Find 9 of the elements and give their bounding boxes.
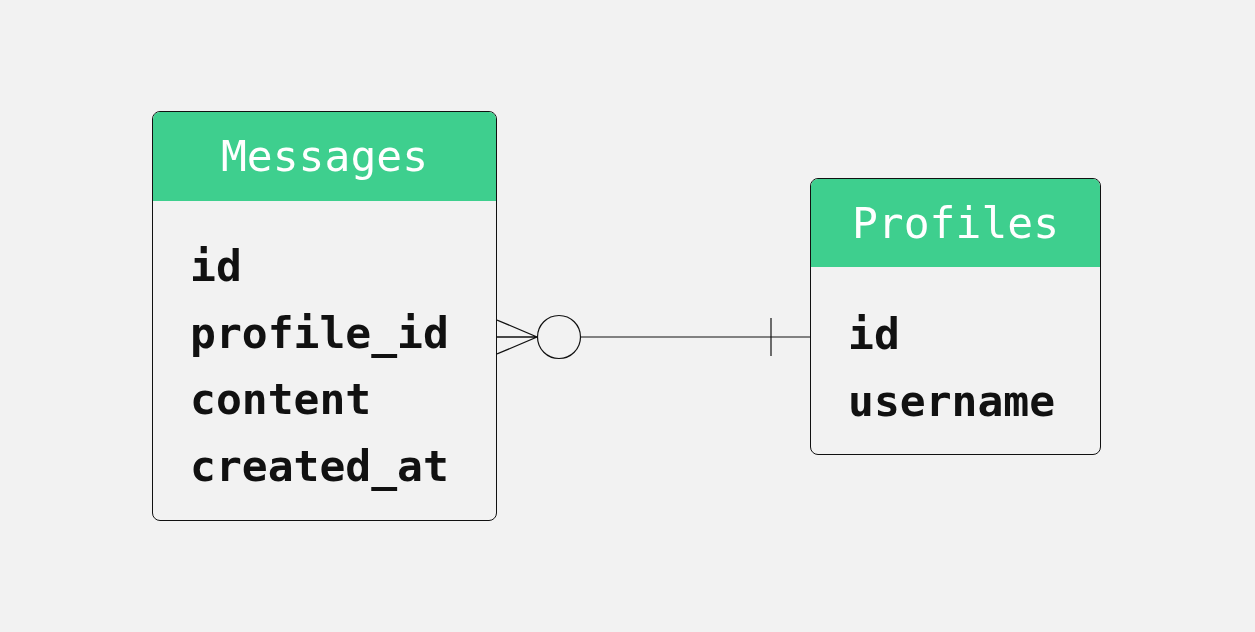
field-name: id bbox=[190, 245, 242, 288]
table-card bbox=[810, 178, 1101, 455]
field-name: content bbox=[190, 378, 372, 421]
field-name: id bbox=[848, 313, 900, 356]
table-name: Profiles bbox=[851, 196, 1060, 250]
field-name: username bbox=[848, 379, 1056, 423]
relationship-line bbox=[496, 314, 811, 360]
table-name: Messages bbox=[220, 130, 429, 184]
table-card bbox=[152, 111, 497, 521]
